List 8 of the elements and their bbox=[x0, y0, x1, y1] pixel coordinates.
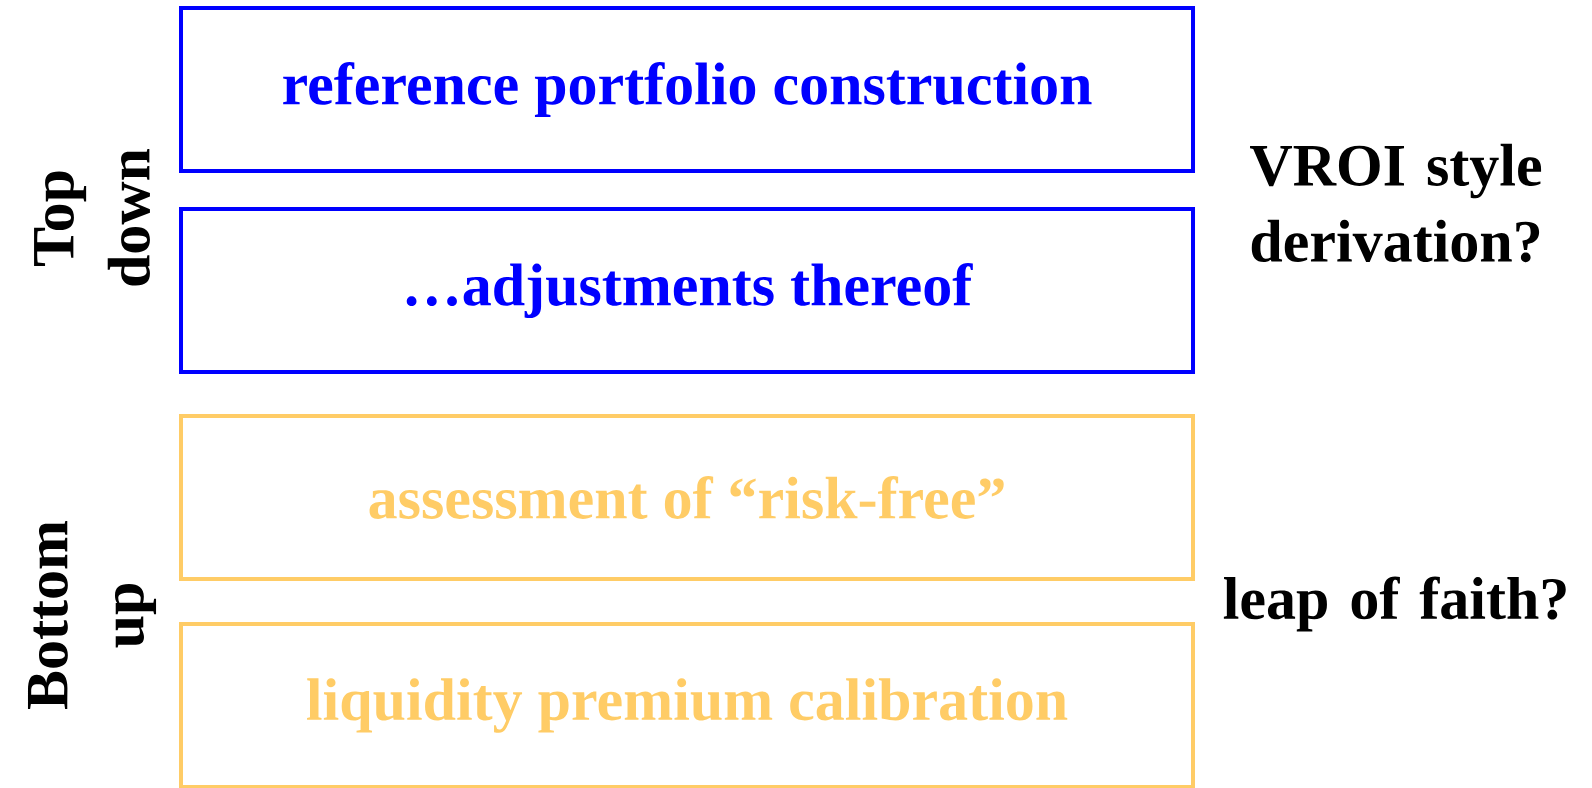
text-box: reference portfolio construction bbox=[179, 6, 1195, 173]
text-box: …adjustments thereof bbox=[179, 207, 1195, 374]
side-label: Bottom up bbox=[27, 521, 157, 709]
side-label: leap of faith? bbox=[1223, 576, 1566, 632]
text-box: liquidity premium calibration bbox=[179, 622, 1195, 788]
text-box: assessment of “risk-free” bbox=[179, 414, 1195, 581]
side-label: VROI style derivation? bbox=[1250, 143, 1542, 263]
side-label: Top down bbox=[34, 148, 150, 286]
